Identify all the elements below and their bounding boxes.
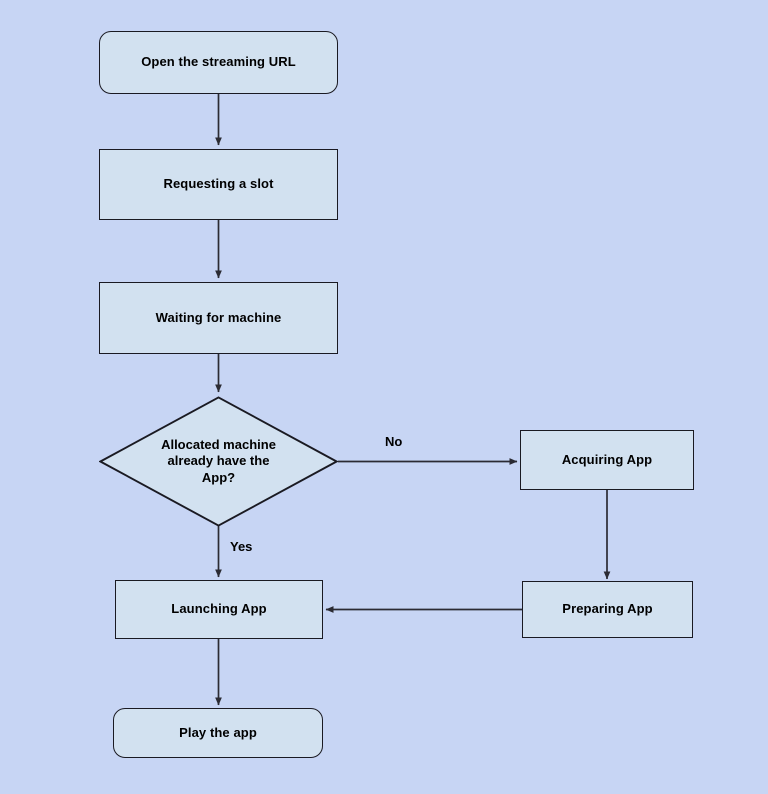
node-label-requesting-a-slot: Requesting a slot [163, 176, 274, 192]
node-label-acquiring-app: Acquiring App [561, 451, 653, 467]
decision-label-text: Allocated machine already have the App? [161, 437, 276, 485]
node-label-waiting-for-machine: Waiting for machine [155, 309, 282, 325]
node-label-play-the-app: Play the app [179, 724, 257, 740]
node-decision-machine-has-app[interactable]: Allocated machine already have the App? [99, 396, 338, 527]
node-launching-app[interactable]: Launching App [115, 580, 323, 639]
node-preparing-app[interactable]: Preparing App [522, 581, 693, 638]
node-label-decision-machine-has-app: Allocated machine already have the App? [99, 396, 338, 527]
node-label-launching-app: Launching App [171, 601, 267, 617]
node-waiting-for-machine[interactable]: Waiting for machine [99, 282, 338, 354]
diamond-shape [99, 396, 338, 527]
node-label-open-streaming-url: Open the streaming URL [141, 54, 296, 70]
edge-label-yes: Yes [230, 539, 253, 554]
node-requesting-a-slot[interactable]: Requesting a slot [99, 149, 338, 220]
node-open-streaming-url[interactable]: Open the streaming URL [99, 31, 338, 94]
node-acquiring-app[interactable]: Acquiring App [520, 430, 694, 490]
node-play-the-app[interactable]: Play the app [113, 708, 323, 758]
node-label-preparing-app: Preparing App [562, 601, 653, 617]
edge-label-no: No [385, 434, 403, 449]
